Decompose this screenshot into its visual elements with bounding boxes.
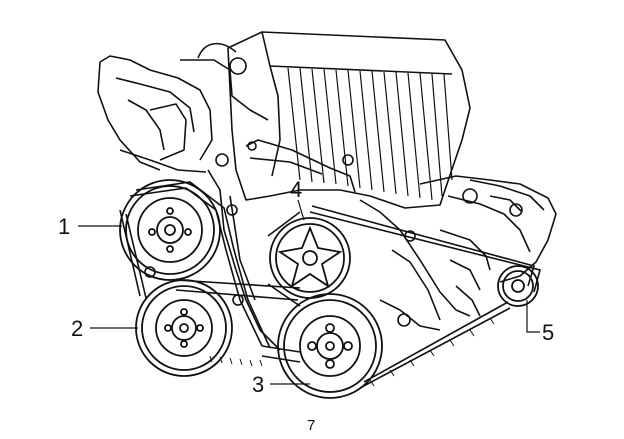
drive-belt: [119, 181, 541, 389]
pulley-5: [497, 265, 539, 307]
callout-3: 3: [252, 372, 264, 397]
leader-5: [526, 300, 540, 333]
pulley-4: [269, 217, 351, 299]
pulley-3: [277, 293, 383, 399]
callout-leaders: [78, 199, 540, 385]
callout-5: 5: [542, 320, 554, 345]
callout-2: 2: [71, 316, 83, 341]
callout-4: 4: [290, 177, 302, 202]
leader-4: [297, 199, 305, 221]
pulley-2: [135, 279, 233, 377]
callout-1: 1: [58, 214, 70, 239]
figure-number: 7: [307, 417, 315, 434]
pulley-1: [119, 179, 221, 281]
